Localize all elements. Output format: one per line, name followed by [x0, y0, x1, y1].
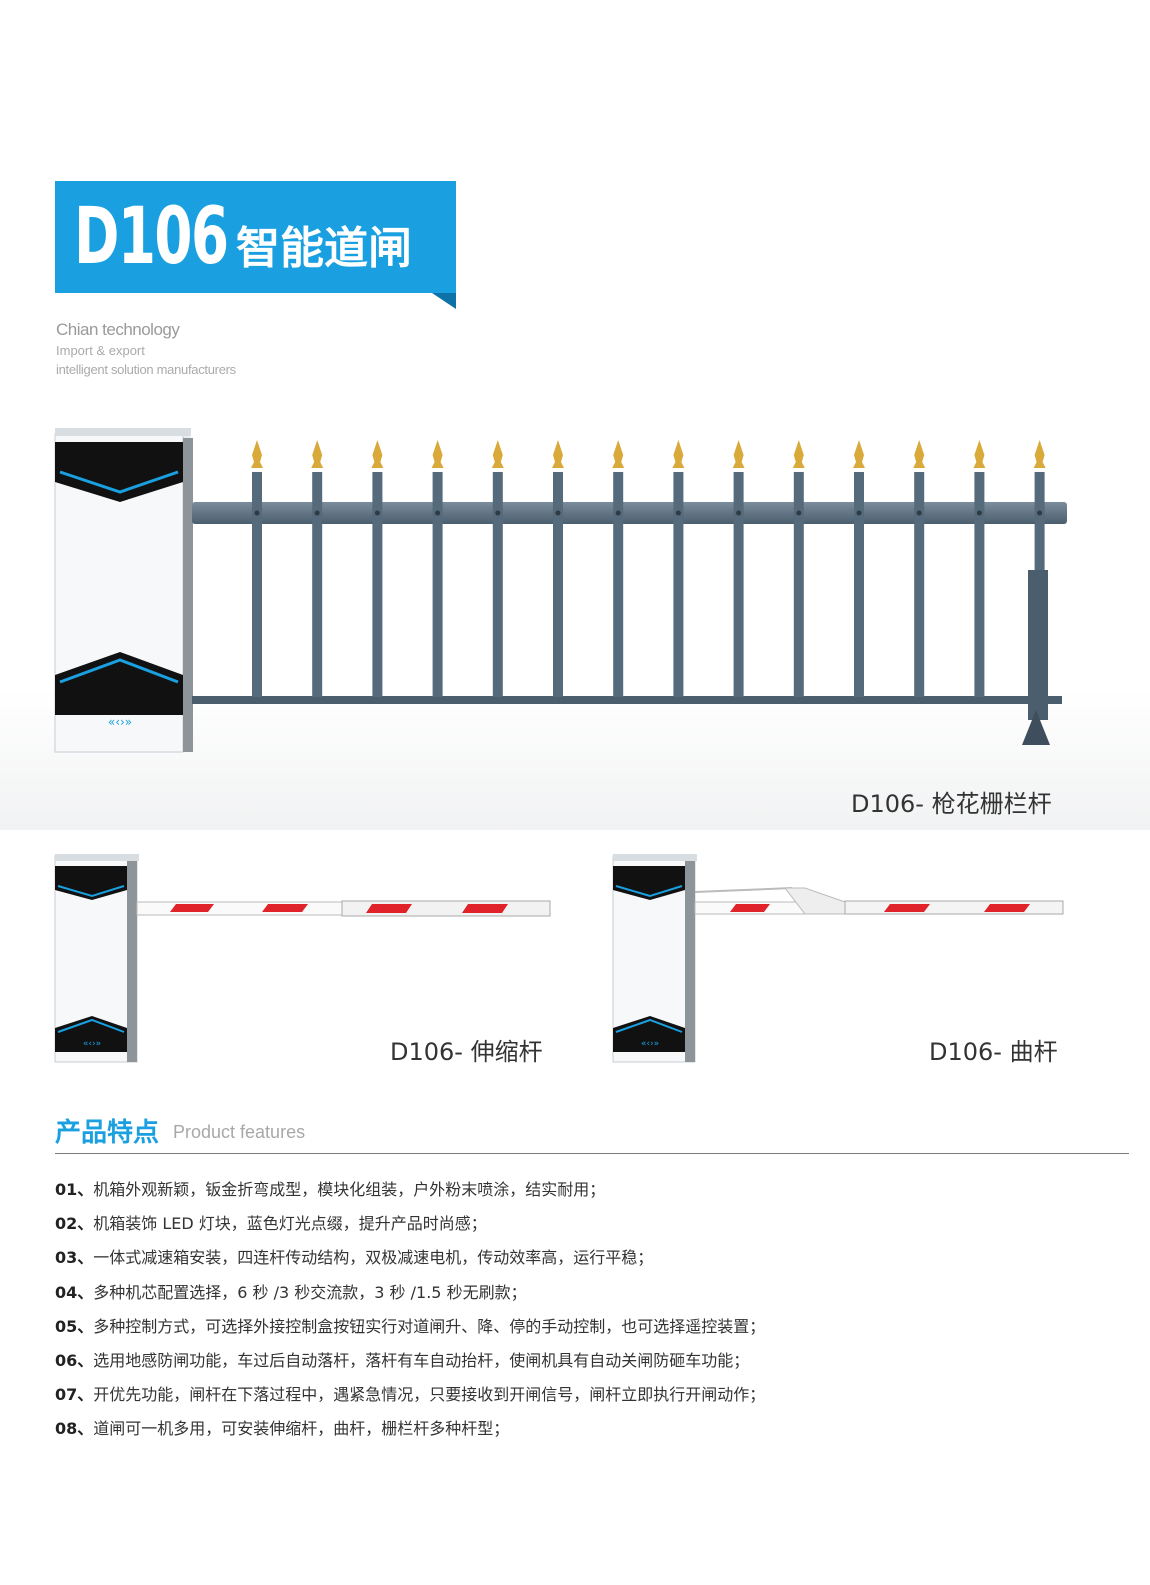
company-line-2: Import & export: [56, 343, 145, 358]
bolt: [796, 510, 802, 516]
curved-barrier-image: «‹›»: [612, 854, 1064, 1063]
fence-picket: [372, 472, 383, 697]
model-number: D106: [74, 192, 229, 282]
bolt: [435, 510, 441, 516]
bolt: [254, 510, 260, 516]
bolt: [916, 510, 922, 516]
bolt: [1037, 510, 1043, 516]
list-item: 05、多种控制方式，可选择外接控制盒按钮实行对道闸升、降、停的手动控制，也可选择…: [55, 1316, 766, 1336]
svg-text:«‹›»: «‹›»: [108, 715, 132, 729]
telescopic-barrier-image: «‹›»: [54, 854, 551, 1063]
list-item: 06、选用地感防闸功能，车过后自动落杆，落杆有车自动抬杆，使闸机具有自动关闸防砸…: [55, 1350, 750, 1370]
fence-barrier-image: «‹›»: [0, 428, 1150, 830]
fence-picket: [492, 472, 503, 697]
list-item: 07、开优先功能，闸杆在下落过程中，遇紧急情况，只要接收到开闸信号，闸杆立即执行…: [55, 1385, 766, 1405]
caption-fence-arm: D106- 枪花栅栏杆: [851, 790, 1052, 818]
spear-tip: [853, 440, 865, 468]
spear-tip: [913, 440, 926, 468]
company-line-3: intelligent solution manufacturers: [56, 362, 236, 377]
features-subheading: Product features: [173, 1122, 306, 1142]
fence-picket: [613, 472, 624, 697]
features-heading: 产品特点: [55, 1118, 160, 1148]
caption-curved-arm: D106- 曲杆: [929, 1038, 1058, 1066]
list-item: 01、机箱外观新颖，钣金折弯成型，模块化组装，户外粉末喷涂，结实耐用；: [55, 1180, 606, 1199]
product-title: 智能道闸: [236, 223, 412, 274]
fence-picket: [974, 472, 985, 697]
list-item: 04、多种机芯配置选择，6 秒 /3 秒交流款，3 秒 /1.5 秒无刷款；: [55, 1282, 527, 1302]
fence-picket: [673, 472, 684, 697]
fence-picket: [252, 472, 262, 697]
spear-tip: [491, 440, 504, 468]
bolt: [314, 510, 320, 516]
bolt: [555, 510, 561, 516]
bolt: [976, 510, 982, 516]
spear-tip: [431, 440, 444, 468]
spear-tip: [311, 440, 324, 468]
list-item: 08、道闸可一机多用，可安装伸缩杆，曲杆，栅栏杆多种杆型；: [55, 1419, 510, 1439]
fence-picket: [854, 472, 864, 697]
spear-tip: [732, 440, 745, 468]
fence-picket: [733, 472, 744, 697]
fence-picket: [914, 472, 925, 697]
title-banner: [55, 181, 456, 293]
list-item: 03、一体式减速箱安装，四连杆传动结构，双极减速电机，传动效率高，运行平稳；: [55, 1248, 654, 1268]
fence-picket: [432, 472, 443, 697]
spear-tip: [973, 440, 986, 468]
bolt: [856, 510, 862, 516]
banner-fold: [432, 293, 456, 309]
bolt: [495, 510, 501, 516]
bolt: [675, 510, 681, 516]
spear-tip: [1033, 440, 1046, 468]
bolt: [736, 510, 742, 516]
feature-list: 01、机箱外观新颖，钣金折弯成型，模块化组装，户外粉末喷涂，结实耐用； 02、机…: [55, 1178, 765, 1452]
company-line-1: Chian technology: [56, 320, 180, 339]
spear-tip: [371, 440, 384, 468]
spear-tip: [612, 440, 625, 468]
spear-tip: [552, 440, 564, 468]
bolt: [615, 510, 621, 516]
spear-tip: [251, 440, 263, 468]
list-item: 02、机箱装饰 LED 灯块，蓝色灯光点缀，提升产品时尚感；: [55, 1214, 487, 1234]
spear-tip: [792, 440, 805, 468]
fence-picket: [793, 472, 804, 697]
spear-tip: [672, 440, 685, 468]
svg-text:«‹›»: «‹›»: [641, 1039, 659, 1049]
svg-text:«‹›»: «‹›»: [83, 1039, 101, 1049]
fence-picket: [312, 472, 323, 697]
section-divider: [55, 1153, 1129, 1154]
fence-picket: [553, 472, 563, 697]
caption-telescopic-arm: D106- 伸缩杆: [390, 1038, 543, 1066]
bolt: [374, 510, 380, 516]
